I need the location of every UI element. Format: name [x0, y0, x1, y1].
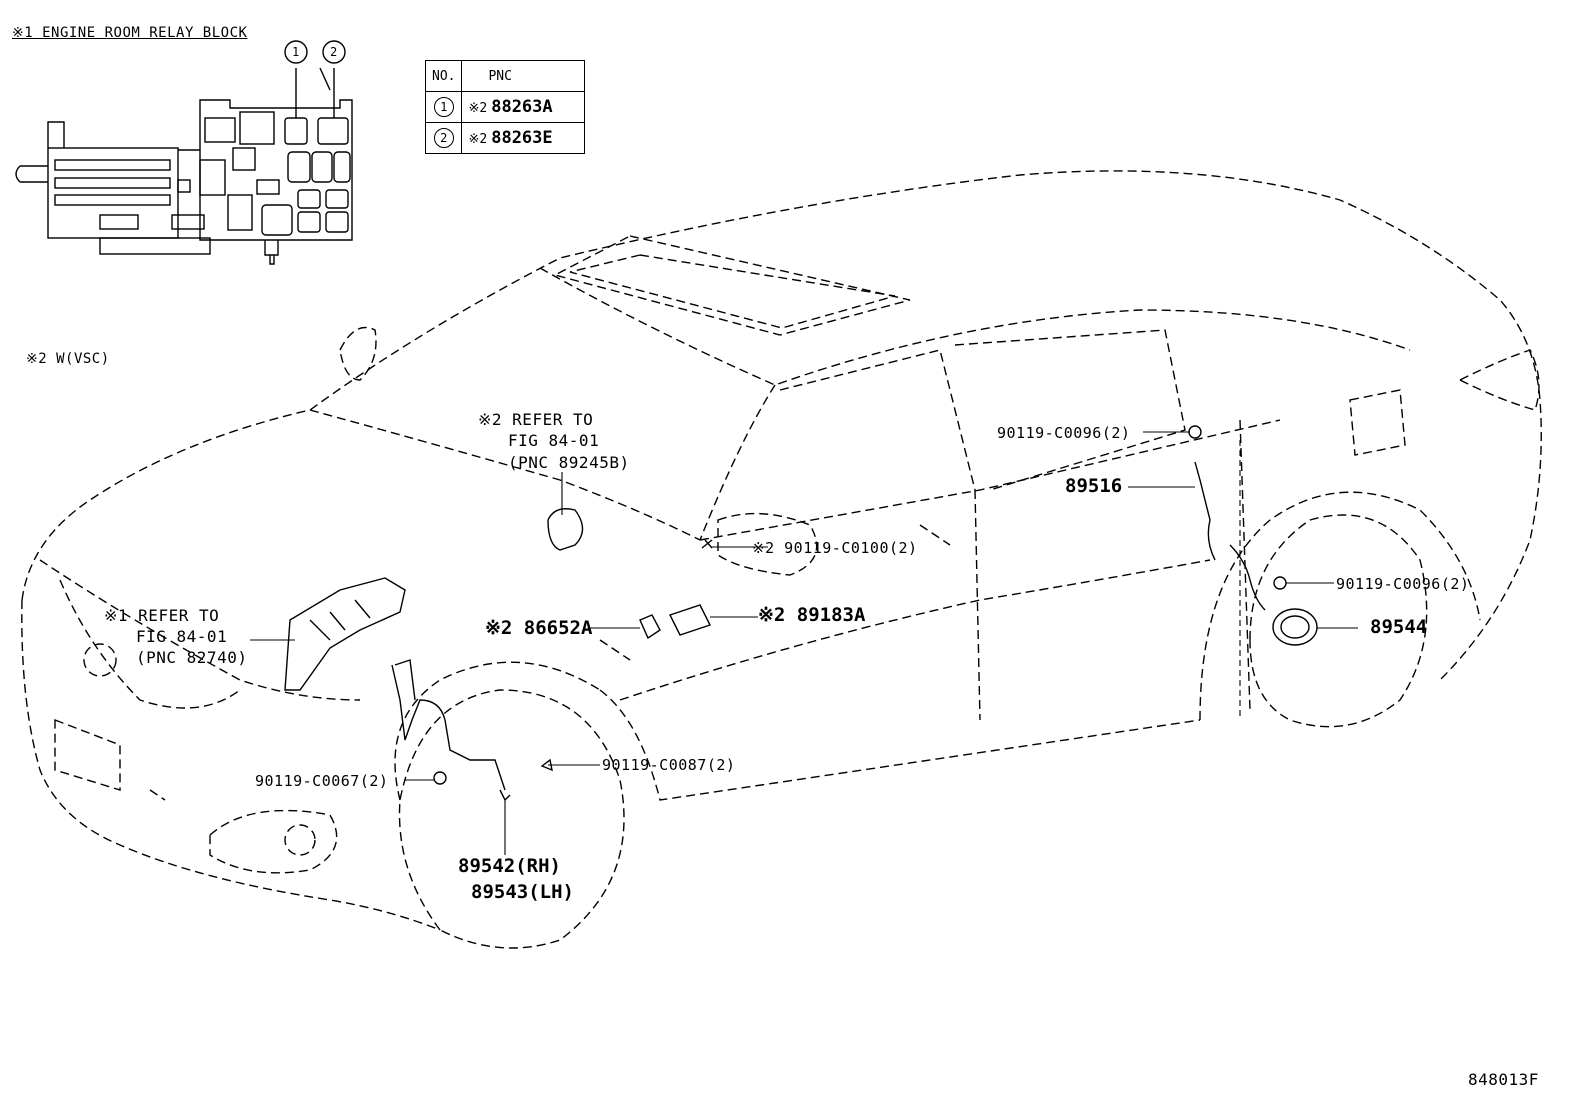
pnc-header-pnc: PNC	[461, 60, 586, 92]
callout-2: 2	[330, 45, 338, 59]
pnc-table-header: NO. PNC	[424, 60, 586, 92]
relay-block-drawing	[15, 40, 353, 265]
sensor-86652a-label: ※2 86652A	[485, 617, 593, 639]
refer-89245b-line2: FIG 84-01	[508, 431, 600, 450]
vsc-note: ※2 W(VSC)	[26, 351, 110, 367]
relay-block-caption: ※1 ENGINE ROOM RELAY BLOCK	[12, 25, 248, 41]
figure-id: 848013F	[1468, 1070, 1539, 1089]
pnc-row-no: 2	[424, 122, 463, 154]
callout-1: 1	[292, 45, 300, 59]
bolt-c0100-label: ※2 90119-C0100(2)	[752, 539, 918, 557]
bolt-c0096-lower-label: 90119-C0096(2)	[1336, 575, 1470, 593]
refer-82740-line3: (PNC 82740)	[136, 648, 248, 667]
part-sketches	[284, 425, 1318, 802]
bolt-c0096-upper-label: 90119-C0096(2)	[997, 424, 1131, 442]
leader-lines	[250, 431, 1358, 855]
pnc-header-no: NO.	[424, 60, 463, 92]
bolt-c0067-label: 90119-C0067(2)	[255, 772, 389, 790]
refer-82740-line1: ※1 REFER TO	[104, 606, 220, 625]
rotor-89544-label: 89544	[1370, 616, 1428, 638]
refer-89245b-line1: ※2 REFER TO	[478, 410, 594, 429]
bolt-c0087-label: 90119-C0087(2)	[602, 756, 736, 774]
refer-89245b-line3: (PNC 89245B)	[508, 453, 630, 472]
sensor-89183a-label: ※2 89183A	[758, 604, 866, 626]
sensor-89543-lh-label: 89543(LH)	[471, 881, 574, 903]
refer-82740-line2: FIG 84-01	[136, 627, 228, 646]
sensor-89516-label: 89516	[1065, 475, 1123, 497]
car-body-outline	[21, 170, 1542, 949]
pnc-row-no: 1	[424, 91, 463, 123]
sensor-89542-rh-label: 89542(RH)	[458, 855, 561, 877]
